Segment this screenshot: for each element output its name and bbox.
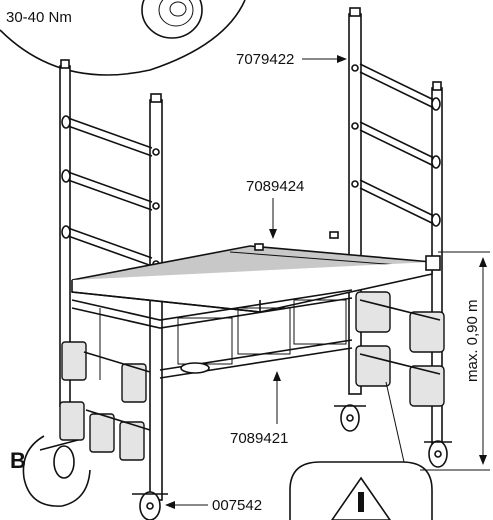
callout-007542: 007542 [165, 497, 262, 514]
detail-b-label: B [10, 448, 26, 473]
base-frame [69, 289, 353, 380]
detail-b-circle: B [10, 435, 91, 507]
callout-7089421: 7089421 [230, 371, 288, 447]
torque-detail-circle: 30-40 Nm [0, 0, 246, 76]
warning-sign [289, 381, 433, 520]
top-part-label: 7079422 [236, 51, 294, 68]
brace-part-label: 7089421 [230, 430, 288, 447]
height-label: max. 0,90 m [464, 299, 481, 382]
ballast-right [355, 291, 445, 407]
warning-icon [331, 476, 391, 520]
platform-part-label: 7089424 [246, 178, 304, 195]
callout-7079422: 7079422 [236, 51, 347, 68]
ballast-left [59, 341, 151, 461]
callout-7089424: 7089424 [246, 178, 304, 239]
castor-wheel-icon [132, 404, 452, 520]
bolt-icon [141, 0, 203, 39]
castor-part-label: 007542 [212, 497, 262, 514]
platform [71, 231, 441, 313]
height-dimension: max. 0,90 m [420, 251, 490, 471]
torque-label: 30-40 Nm [6, 9, 72, 26]
